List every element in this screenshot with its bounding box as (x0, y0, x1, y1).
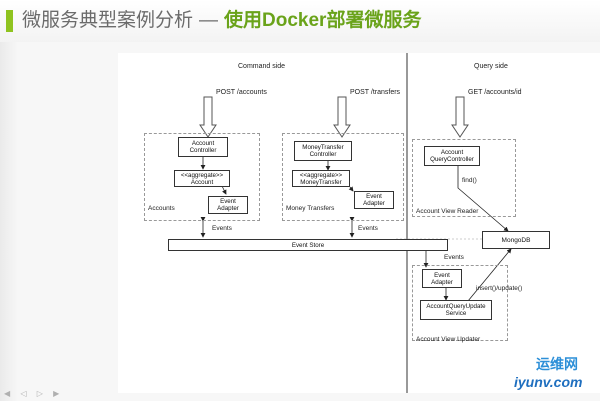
watermark-line2: iyunv.com (514, 374, 583, 390)
account-controller-box: Account Controller (178, 137, 228, 157)
event-adapter-box-accounts: Event Adapter (208, 196, 248, 214)
mongodb-box: MongoDB (482, 231, 550, 249)
accounts-region (144, 133, 260, 221)
http-arrow-accounts (199, 96, 217, 138)
title-topic: 微服务典型案例分析 (22, 10, 194, 31)
account-aggregate-box: <<aggregate>> Account (174, 170, 230, 187)
title-subject: 使用Docker部署微服务 (224, 10, 422, 31)
slide-title: 微服务典型案例分析—使用Docker部署微服务 (22, 10, 421, 32)
title-separator: — (199, 10, 219, 31)
account-query-update-service-box: AccountQueryUpdate Service (420, 300, 492, 320)
account-view-updater-label: Account View Updater (416, 336, 481, 343)
event-adapter-box-query: Event Adapter (422, 269, 462, 288)
slide-nav-controls[interactable]: ◀ ◁ ▷ ▶ (4, 389, 64, 398)
money-transfer-controller-box: MoneyTransfer Controller (294, 141, 352, 161)
post-transfers-label: POST /transfers (350, 89, 401, 96)
post-accounts-label: POST /accounts (216, 89, 267, 96)
events-label-accounts: Events (212, 225, 232, 232)
get-account-label: GET /accounts/id (468, 89, 522, 96)
insert-update-label: insert()/update() (476, 285, 523, 292)
site-watermark: 运维网 iyunv.com (496, 352, 600, 401)
money-transfer-aggregate-box: <<aggregate>> MoneyTransfer (292, 170, 350, 187)
query-side-label: Query side (474, 63, 508, 70)
event-adapter-box-transfers: Event Adapter (354, 191, 394, 209)
account-view-updater-region (412, 265, 508, 341)
event-store-bar: Event Store (168, 239, 448, 251)
find-label: find() (462, 177, 477, 184)
events-label-query: Events (444, 254, 464, 261)
architecture-diagram: Command side Query side POST /accounts P… (118, 53, 600, 393)
money-transfers-region-label: Money Transfers (286, 205, 335, 212)
title-accent-bar (6, 10, 13, 32)
watermark-line1: 运维网 (536, 356, 578, 372)
accounts-region-label: Accounts (148, 205, 175, 212)
account-view-reader-region (412, 139, 516, 217)
http-arrow-transfers (333, 96, 351, 138)
command-side-label: Command side (238, 63, 286, 70)
account-view-reader-label: Account View Reader (416, 208, 479, 215)
events-label-transfers: Events (358, 225, 378, 232)
diagram-lines (199, 53, 512, 393)
http-arrow-get (451, 96, 469, 138)
money-transfers-region (282, 133, 404, 221)
account-query-controller-box: Account QueryController (424, 146, 480, 166)
slide-title-bar: 微服务典型案例分析—使用Docker部署微服务 (0, 0, 600, 42)
slide-left-edge (0, 42, 18, 401)
